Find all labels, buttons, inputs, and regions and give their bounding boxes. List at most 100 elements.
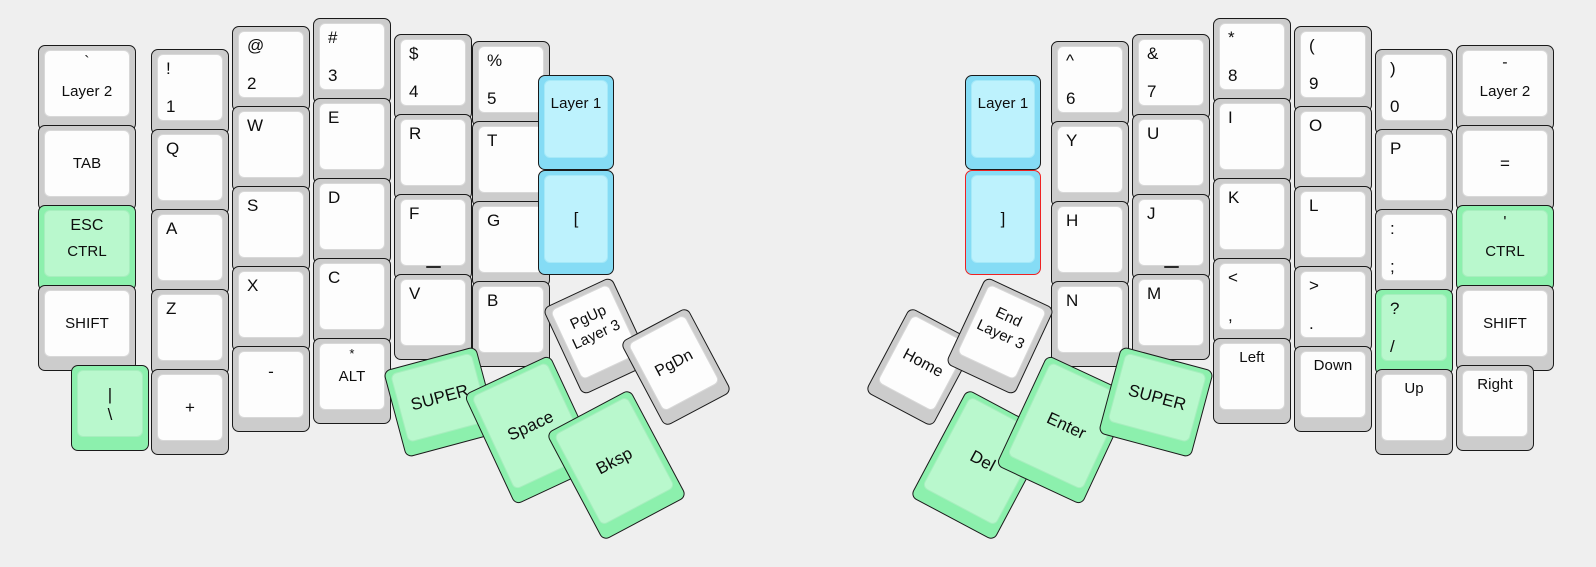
key-e[interactable]: E bbox=[313, 98, 391, 184]
legend-main: Layer 2 bbox=[61, 82, 113, 100]
key-r[interactable]: R bbox=[394, 114, 472, 200]
key-slash[interactable]: ? / bbox=[1375, 289, 1453, 375]
key-bracket-left[interactable]: [ bbox=[538, 170, 614, 275]
key-alt[interactable]: * ALT bbox=[313, 338, 391, 424]
key-4[interactable]: $ 4 bbox=[394, 34, 472, 120]
keycap: % 5 bbox=[478, 46, 544, 113]
keycap: X bbox=[238, 271, 304, 338]
key-q[interactable]: Q bbox=[151, 129, 229, 215]
key-f[interactable]: F bbox=[394, 194, 472, 280]
key-h[interactable]: H bbox=[1051, 201, 1129, 287]
keycap: ( 9 bbox=[1300, 31, 1366, 98]
key-equals[interactable]: = bbox=[1456, 125, 1554, 211]
keycap: J bbox=[1138, 199, 1204, 266]
key-s[interactable]: S bbox=[232, 186, 310, 272]
key-right[interactable]: Right bbox=[1456, 365, 1534, 451]
legend-top: V bbox=[409, 284, 421, 303]
keycap: ` Layer 2 bbox=[44, 50, 130, 117]
key-a[interactable]: A bbox=[151, 209, 229, 295]
keycap: O bbox=[1300, 111, 1366, 178]
key-5[interactable]: % 5 bbox=[472, 41, 550, 127]
key-j[interactable]: J bbox=[1132, 194, 1210, 280]
key-l[interactable]: L bbox=[1294, 186, 1372, 272]
key-n[interactable]: N bbox=[1051, 281, 1129, 367]
key-y[interactable]: Y bbox=[1051, 121, 1129, 207]
key-i[interactable]: I bbox=[1213, 98, 1291, 184]
keycap: $ 4 bbox=[400, 39, 466, 106]
legend-top: # bbox=[328, 28, 338, 47]
legend-top: ' bbox=[1503, 214, 1507, 231]
key-comma[interactable]: < , bbox=[1213, 258, 1291, 344]
keycap: [ bbox=[544, 175, 608, 263]
key-x[interactable]: X bbox=[232, 266, 310, 352]
key-semicolon[interactable]: : ; bbox=[1375, 209, 1453, 295]
key-2[interactable]: @ 2 bbox=[232, 26, 310, 112]
key-1[interactable]: ! 1 bbox=[151, 49, 229, 135]
key-layer1-right[interactable]: Layer 1 bbox=[965, 75, 1041, 170]
keycap: G bbox=[478, 206, 544, 273]
key-shift[interactable]: SHIFT bbox=[38, 285, 136, 371]
keycap: S bbox=[238, 191, 304, 258]
key-o[interactable]: O bbox=[1294, 106, 1372, 192]
key-k[interactable]: K bbox=[1213, 178, 1291, 264]
key-w[interactable]: W bbox=[232, 106, 310, 192]
legend-main: Home bbox=[900, 345, 947, 381]
keycap: Layer 1 bbox=[971, 80, 1035, 158]
keycap: : ; bbox=[1381, 214, 1447, 281]
key-down[interactable]: Down bbox=[1294, 346, 1372, 432]
key-b[interactable]: B bbox=[472, 281, 550, 367]
key-layer1-left[interactable]: Layer 1 bbox=[538, 75, 614, 170]
key-left[interactable]: Left bbox=[1213, 338, 1291, 424]
key-pipe-backslash[interactable]: | \ bbox=[71, 365, 149, 451]
key-3[interactable]: # 3 bbox=[313, 18, 391, 104]
keycap: @ 2 bbox=[238, 31, 304, 98]
legend-main: 6 bbox=[1066, 88, 1076, 108]
legend-main: SHIFT bbox=[65, 314, 109, 332]
legend-top: ( bbox=[1309, 36, 1315, 55]
key-9[interactable]: ( 9 bbox=[1294, 26, 1372, 112]
key-grave-layer2[interactable]: ` Layer 2 bbox=[38, 45, 136, 131]
keycap: TAB bbox=[44, 130, 130, 197]
keycap: ESC CTRL bbox=[44, 210, 130, 277]
legend-main: 7 bbox=[1147, 81, 1157, 101]
key-plus[interactable]: + bbox=[151, 369, 229, 455]
legend-main: = bbox=[1499, 153, 1511, 173]
keycap: W bbox=[238, 111, 304, 178]
key-shift-right[interactable]: SHIFT bbox=[1456, 285, 1554, 371]
legend-main: / bbox=[1390, 336, 1395, 356]
keycap: Up bbox=[1381, 374, 1447, 441]
key-minus[interactable]: - bbox=[232, 346, 310, 432]
key-8[interactable]: * 8 bbox=[1213, 18, 1291, 104]
key-m[interactable]: M bbox=[1132, 274, 1210, 360]
key-quote-ctrl[interactable]: ' CTRL bbox=[1456, 205, 1554, 291]
keycap: End Layer 3 bbox=[956, 283, 1048, 381]
key-bracket-right[interactable]: ] bbox=[965, 170, 1041, 275]
keycap: F bbox=[400, 199, 466, 266]
legend-main: Layer 1 bbox=[550, 94, 602, 112]
key-v[interactable]: V bbox=[394, 274, 472, 360]
key-up[interactable]: Up bbox=[1375, 369, 1453, 455]
legend-main: 2 bbox=[247, 73, 257, 93]
keycap: SHIFT bbox=[44, 290, 130, 357]
legend-top: C bbox=[328, 268, 341, 287]
key-z[interactable]: Z bbox=[151, 289, 229, 375]
key-esc-ctrl[interactable]: ESC CTRL bbox=[38, 205, 136, 291]
key-0[interactable]: ) 0 bbox=[1375, 49, 1453, 135]
key-6[interactable]: ^ 6 bbox=[1051, 41, 1129, 127]
key-minus-layer2[interactable]: - Layer 2 bbox=[1456, 45, 1554, 131]
keycap: ? / bbox=[1381, 294, 1447, 361]
key-g[interactable]: G bbox=[472, 201, 550, 287]
key-period[interactable]: > . bbox=[1294, 266, 1372, 352]
keycap: T bbox=[478, 126, 544, 193]
key-p[interactable]: P bbox=[1375, 129, 1453, 215]
key-c[interactable]: C bbox=[313, 258, 391, 344]
key-d[interactable]: D bbox=[313, 178, 391, 264]
keycap: & 7 bbox=[1138, 39, 1204, 106]
keyboard-board: ` Layer 2 TAB ESC CTRL SHIFT bbox=[14, 7, 1582, 560]
key-tab[interactable]: TAB bbox=[38, 125, 136, 211]
legend-main: Bksp bbox=[592, 443, 636, 478]
keycap: PgUp Layer 3 bbox=[549, 283, 641, 381]
keycap: > . bbox=[1300, 271, 1366, 338]
key-u[interactable]: U bbox=[1132, 114, 1210, 200]
key-7[interactable]: & 7 bbox=[1132, 34, 1210, 120]
